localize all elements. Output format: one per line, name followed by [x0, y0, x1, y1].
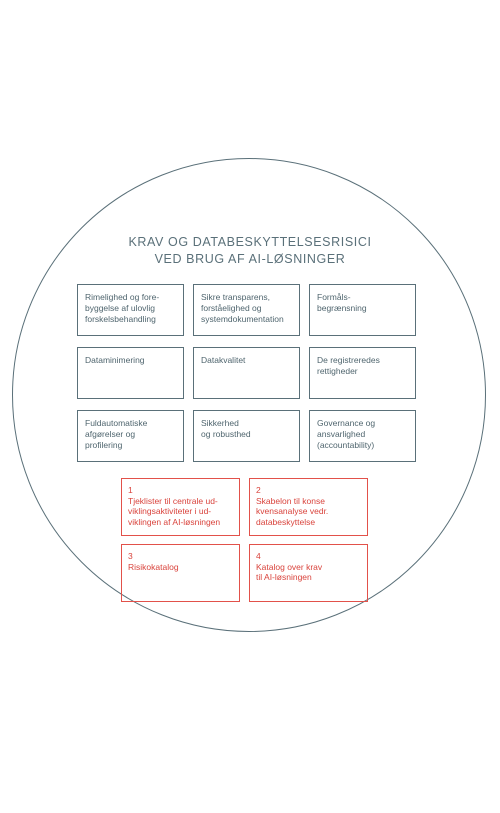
tool-label: Tjeklister til centrale ud-viklingsaktiv… [128, 495, 221, 527]
diagram-title: KRAV OG DATABESKYTTELSESRISICI VED BRUG … [100, 234, 400, 268]
tool-label: Risikokatalog [128, 561, 179, 572]
requirement-box-data-minimisation: Dataminimering [77, 347, 184, 399]
requirement-label: Dataminimering [85, 355, 145, 365]
tool-number: 2 [256, 485, 261, 495]
tool-number: 4 [256, 551, 261, 561]
requirement-label: Formåls-begrænsning [317, 292, 367, 313]
tool-box-risk-catalogue: 3 Risikokatalog [121, 544, 240, 602]
requirement-label: Datakvalitet [201, 355, 246, 365]
tools-grid: 1 Tjeklister til centrale ud-viklingsakt… [121, 478, 368, 602]
tool-box-checklists: 1 Tjeklister til centrale ud-viklingsakt… [121, 478, 240, 536]
requirement-box-purpose-limitation: Formåls-begrænsning [309, 284, 416, 336]
tool-number: 3 [128, 551, 133, 561]
requirement-box-data-quality: Datakvalitet [193, 347, 300, 399]
title-line-2: VED BRUG AF AI-LØSNINGER [154, 252, 346, 266]
outer-circle [12, 158, 486, 632]
tool-number: 1 [128, 485, 133, 495]
title-line-1: KRAV OG DATABESKYTTELSESRISICI [128, 235, 372, 249]
